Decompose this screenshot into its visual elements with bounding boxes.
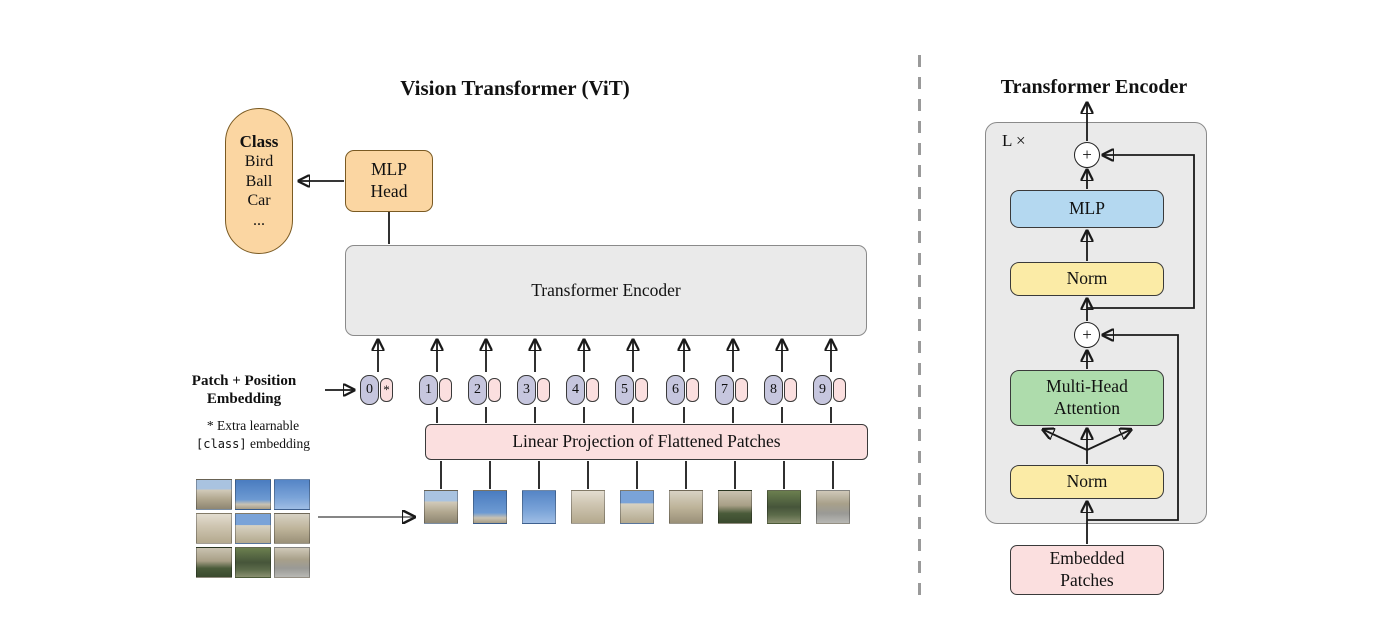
plus-icon: + <box>1082 325 1092 344</box>
position-embedding-8: 8 <box>764 375 783 405</box>
grid-cell-8 <box>235 547 271 578</box>
mha-label-line2: Attention <box>1053 398 1121 418</box>
encoder-detail-title: Transformer Encoder <box>1000 76 1188 98</box>
position-embedding-1: 1 <box>419 375 438 405</box>
class-pill-item: Bird <box>244 153 274 171</box>
grid-cell-9 <box>274 547 310 578</box>
grid-cell-7 <box>196 547 232 578</box>
grid-cell-3 <box>274 479 310 510</box>
patch-embedding-4 <box>586 378 599 402</box>
norm-box-top: Norm <box>1010 262 1164 296</box>
class-token-note: * Extra learnable [class] embedding <box>178 417 328 452</box>
patch-embedding-7 <box>735 378 748 402</box>
mlp-head-label-line1: MLP <box>371 159 407 180</box>
position-embedding-7: 7 <box>715 375 734 405</box>
patch-embedding-5 <box>635 378 648 402</box>
image-patch-7 <box>718 490 752 524</box>
token-9: 9 <box>813 374 846 406</box>
position-embedding-0: 0 <box>360 375 379 405</box>
grid-cell-6 <box>274 513 310 544</box>
embedded-patches-box: Embedded Patches <box>1010 545 1164 595</box>
patch-embedding-6 <box>686 378 699 402</box>
position-embedding-5: 5 <box>615 375 634 405</box>
grid-cell-1 <box>196 479 232 510</box>
image-patch-8 <box>767 490 801 524</box>
class-embedding-mark: * <box>380 378 393 402</box>
token-0: 0 * <box>360 374 393 406</box>
image-patch-2 <box>473 490 507 524</box>
grid-cell-2 <box>235 479 271 510</box>
token-1: 1 <box>419 374 452 406</box>
vit-title: Vision Transformer (ViT) <box>400 76 630 100</box>
class-pill-item: ... <box>253 211 265 229</box>
class-token-note-line2: [class] embedding <box>196 435 310 451</box>
position-embedding-9: 9 <box>813 375 832 405</box>
token-6: 6 <box>666 374 699 406</box>
token-8: 8 <box>764 374 797 406</box>
plus-icon: + <box>1082 145 1092 164</box>
norm-bottom-label: Norm <box>1066 471 1108 492</box>
mlp-head-box: MLP Head <box>345 150 433 212</box>
token-7: 7 <box>715 374 748 406</box>
image-patch-5 <box>620 490 654 524</box>
linear-projection-label: Linear Projection of Flattened Patches <box>512 431 781 452</box>
image-patch-1 <box>424 490 458 524</box>
token-2: 2 <box>468 374 501 406</box>
embedded-patches-line2: Patches <box>1060 570 1114 590</box>
patch-embedding-9 <box>833 378 846 402</box>
transformer-encoder-label: Transformer Encoder <box>531 279 681 300</box>
mlp-head-label-line2: Head <box>370 181 408 201</box>
position-embedding-2: 2 <box>468 375 487 405</box>
position-embedding-6: 6 <box>666 375 685 405</box>
class-pill-item: Car <box>247 192 271 210</box>
grid-cell-5 <box>235 513 271 544</box>
patch-position-embedding-label: Patch + Position Embedding <box>191 373 297 407</box>
patch-embedding-8 <box>784 378 797 402</box>
patch-embedding-3 <box>537 378 550 402</box>
image-patch-4 <box>571 490 605 524</box>
multi-head-attention-box: Multi-Head Attention <box>1010 370 1164 426</box>
linear-projection-box: Linear Projection of Flattened Patches <box>425 424 868 460</box>
class-pill-item: Ball <box>245 172 273 190</box>
class-pill: Class Bird Ball Car ... <box>225 108 293 254</box>
class-pill-header: Class <box>239 131 279 151</box>
encoder-detail-box <box>985 122 1207 524</box>
transformer-encoder-box: Transformer Encoder <box>345 245 867 336</box>
token-5: 5 <box>615 374 648 406</box>
mlp-box: MLP <box>1010 190 1164 228</box>
class-token-code: [class] <box>196 436 247 451</box>
position-embedding-4: 4 <box>566 375 585 405</box>
position-embedding-3: 3 <box>517 375 536 405</box>
norm-top-label: Norm <box>1066 268 1108 289</box>
section-divider-dashed-line <box>918 55 921 605</box>
image-patch-6 <box>669 490 703 524</box>
token-3: 3 <box>517 374 550 406</box>
image-patch-9 <box>816 490 850 524</box>
embedded-patches-line1: Embedded <box>1049 548 1125 569</box>
patch-embedding-2 <box>488 378 501 402</box>
residual-add-bottom: + <box>1074 322 1100 348</box>
grid-cell-4 <box>196 513 232 544</box>
class-token-note-line1: * Extra learnable <box>206 418 300 433</box>
left-diagram-arrows <box>300 181 833 517</box>
layer-count-label: L × <box>1002 131 1026 150</box>
patch-embedding-1 <box>439 378 452 402</box>
input-image-grid <box>196 479 310 578</box>
residual-add-top: + <box>1074 142 1100 168</box>
image-patch-3 <box>522 490 556 524</box>
mlp-label: MLP <box>1069 198 1105 219</box>
mha-label-line1: Multi-Head <box>1046 376 1128 397</box>
token-4: 4 <box>566 374 599 406</box>
norm-box-bottom: Norm <box>1010 465 1164 499</box>
